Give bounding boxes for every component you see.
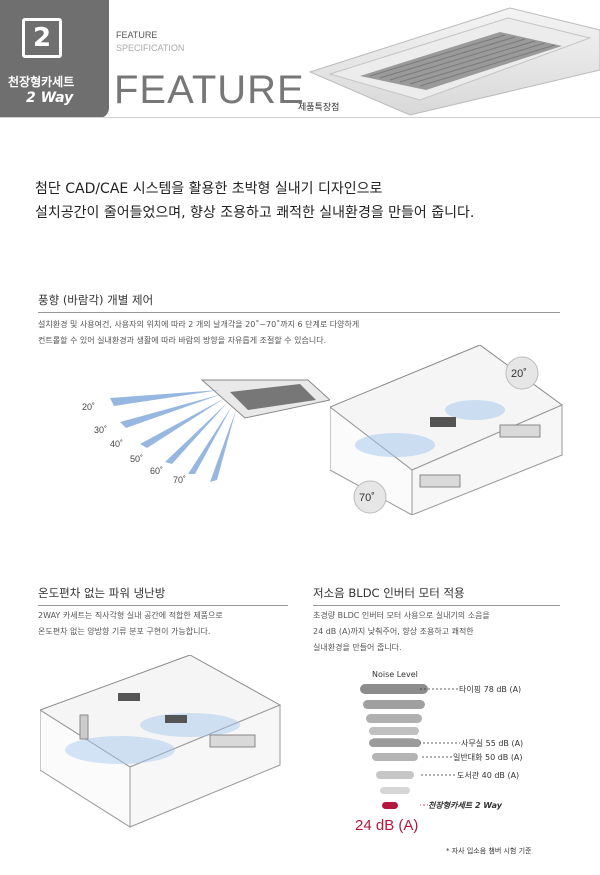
room-angle-top: 20˚ — [511, 368, 527, 380]
noise-footnote: * 자사 입소음 챔버 시험 기준 — [446, 847, 532, 855]
angle-label-60: 60˚ — [150, 466, 163, 476]
header-divider — [0, 117, 600, 118]
section-power-body-2: 온도편차 없는 양방향 기류 분포 구현이 가능합니다. — [38, 627, 211, 636]
section-airflow-body: 설치환경 및 사용여건, 사용자의 위치에 따라 2 개의 날개각을 20˚~7… — [38, 317, 359, 349]
page-header: 2 천장형카세트 2 Way FEATURE SPECIFICATION FEA… — [0, 0, 600, 118]
noise-level-bars — [360, 684, 428, 809]
lead-line-2: 설치공간이 줄어들었으며, 향상 조용하고 쾌적한 실내환경을 만들어 줍니다. — [35, 205, 475, 221]
lead-line-1: 첨단 CAD/CAE 시스템을 활용한 초박형 실내기 디자인으로 — [35, 181, 383, 197]
noise-level-title: Noise Level — [372, 670, 418, 679]
section-airflow-body-1: 설치환경 및 사용여건, 사용자의 위치에 따라 2 개의 날개각을 20˚~7… — [38, 320, 360, 329]
badge-subtitle: 2 Way — [26, 90, 74, 106]
section-airflow-divider — [38, 312, 560, 313]
section-noise-body: 초경량 BLDC 인버터 모터 사용으로 실내기의 소음을 24 dB (A)까… — [313, 608, 490, 656]
badge-number: 2 — [22, 18, 62, 58]
badge-title: 천장형카세트 — [8, 75, 75, 89]
angle-label-30: 30˚ — [94, 425, 107, 435]
noise-level-cassette: 천장형카세트 2 Way — [428, 801, 502, 810]
room-angle-bottom: 70˚ — [359, 492, 375, 504]
section-noise-body-1: 초경량 BLDC 인버터 모터 사용으로 실내기의 소음을 — [313, 611, 490, 620]
product-badge: 2 천장형카세트 2 Way — [0, 0, 109, 118]
angle-label-70: 70˚ — [173, 475, 186, 485]
noise-highlight-value: 24 dB (A) — [355, 817, 419, 834]
page-title: FEATURE — [114, 68, 305, 112]
lead-text: 첨단 CAD/CAE 시스템을 활용한 초박형 실내기 디자인으로 설치공간이 … — [35, 177, 474, 225]
angle-label-40: 40˚ — [110, 439, 123, 449]
section-noise-divider — [313, 605, 560, 606]
section-noise-body-3: 실내환경을 만들어 줍니다. — [313, 643, 402, 652]
section-power-title: 온도편차 없는 파워 냉난방 — [38, 586, 166, 600]
angle-label-50: 50˚ — [130, 454, 143, 464]
spec-label: SPECIFICATION — [116, 43, 185, 53]
feature-label: FEATURE — [116, 30, 158, 40]
cassette-product-image — [308, 7, 600, 116]
section-power-body: 2WAY 카세트는 직사각형 실내 공간에 적합한 제품으로 온도편차 없는 양… — [38, 608, 223, 640]
section-noise-title: 저소음 BLDC 인버터 모터 적용 — [313, 586, 465, 600]
section-airflow-title: 풍향 (바람각) 개별 제어 — [38, 293, 154, 307]
angle-label-20: 20˚ — [82, 402, 95, 412]
noise-level-office: 사무실 55 dB (A) — [461, 739, 524, 748]
noise-level-typing: 타이핑 78 dB (A) — [459, 685, 522, 694]
noise-level-conversation: 일반대화 50 dB (A) — [453, 753, 523, 762]
airflow-angle-diagram: 20˚ 30˚ 40˚ 50˚ 60˚ 70˚ — [82, 379, 330, 485]
noise-level-library: 도서관 40 dB (A) — [457, 771, 520, 780]
section-power-body-1: 2WAY 카세트는 직사각형 실내 공간에 적합한 제품으로 — [38, 611, 223, 620]
noise-level-leaders — [420, 688, 460, 806]
room-airflow-diagram: 20˚ 70˚ — [330, 345, 563, 515]
section-power-divider — [38, 605, 288, 606]
page-subtitle: 제품특장점 — [298, 103, 340, 113]
section-airflow-body-2: 컨트롤할 수 있어 실내환경과 생활에 따라 바람의 방향을 자유롭게 조절할 … — [38, 336, 327, 345]
room-power-diagram — [40, 655, 282, 828]
section-noise-body-2: 24 dB (A)까지 낮춰주어, 향상 조용하고 쾌적한 — [313, 627, 474, 636]
